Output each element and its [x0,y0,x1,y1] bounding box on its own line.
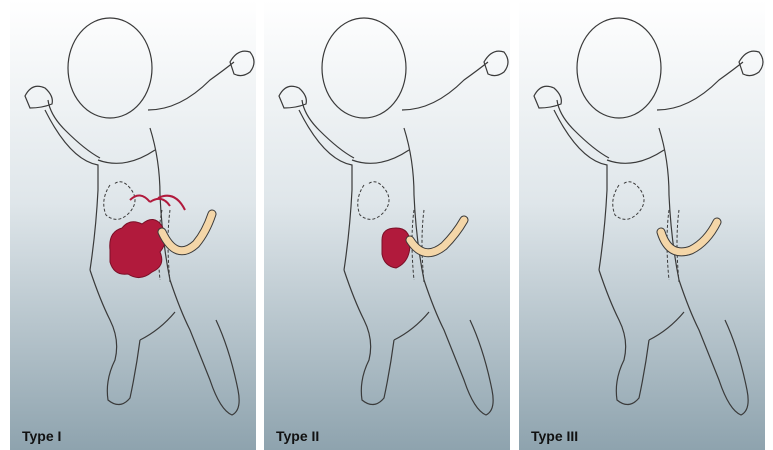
panel-type-2: Type II [264,0,510,450]
panel-type-3: Type III [519,0,765,450]
infant-diagram-type-2 [264,0,510,450]
infant-diagram-type-1 [10,0,256,450]
panel-label: Type I [22,428,61,444]
panel-label: Type III [531,428,578,444]
panel-label: Type II [276,428,319,444]
panel-type-1: Type I [10,0,256,450]
infant-diagram-type-3 [519,0,765,450]
